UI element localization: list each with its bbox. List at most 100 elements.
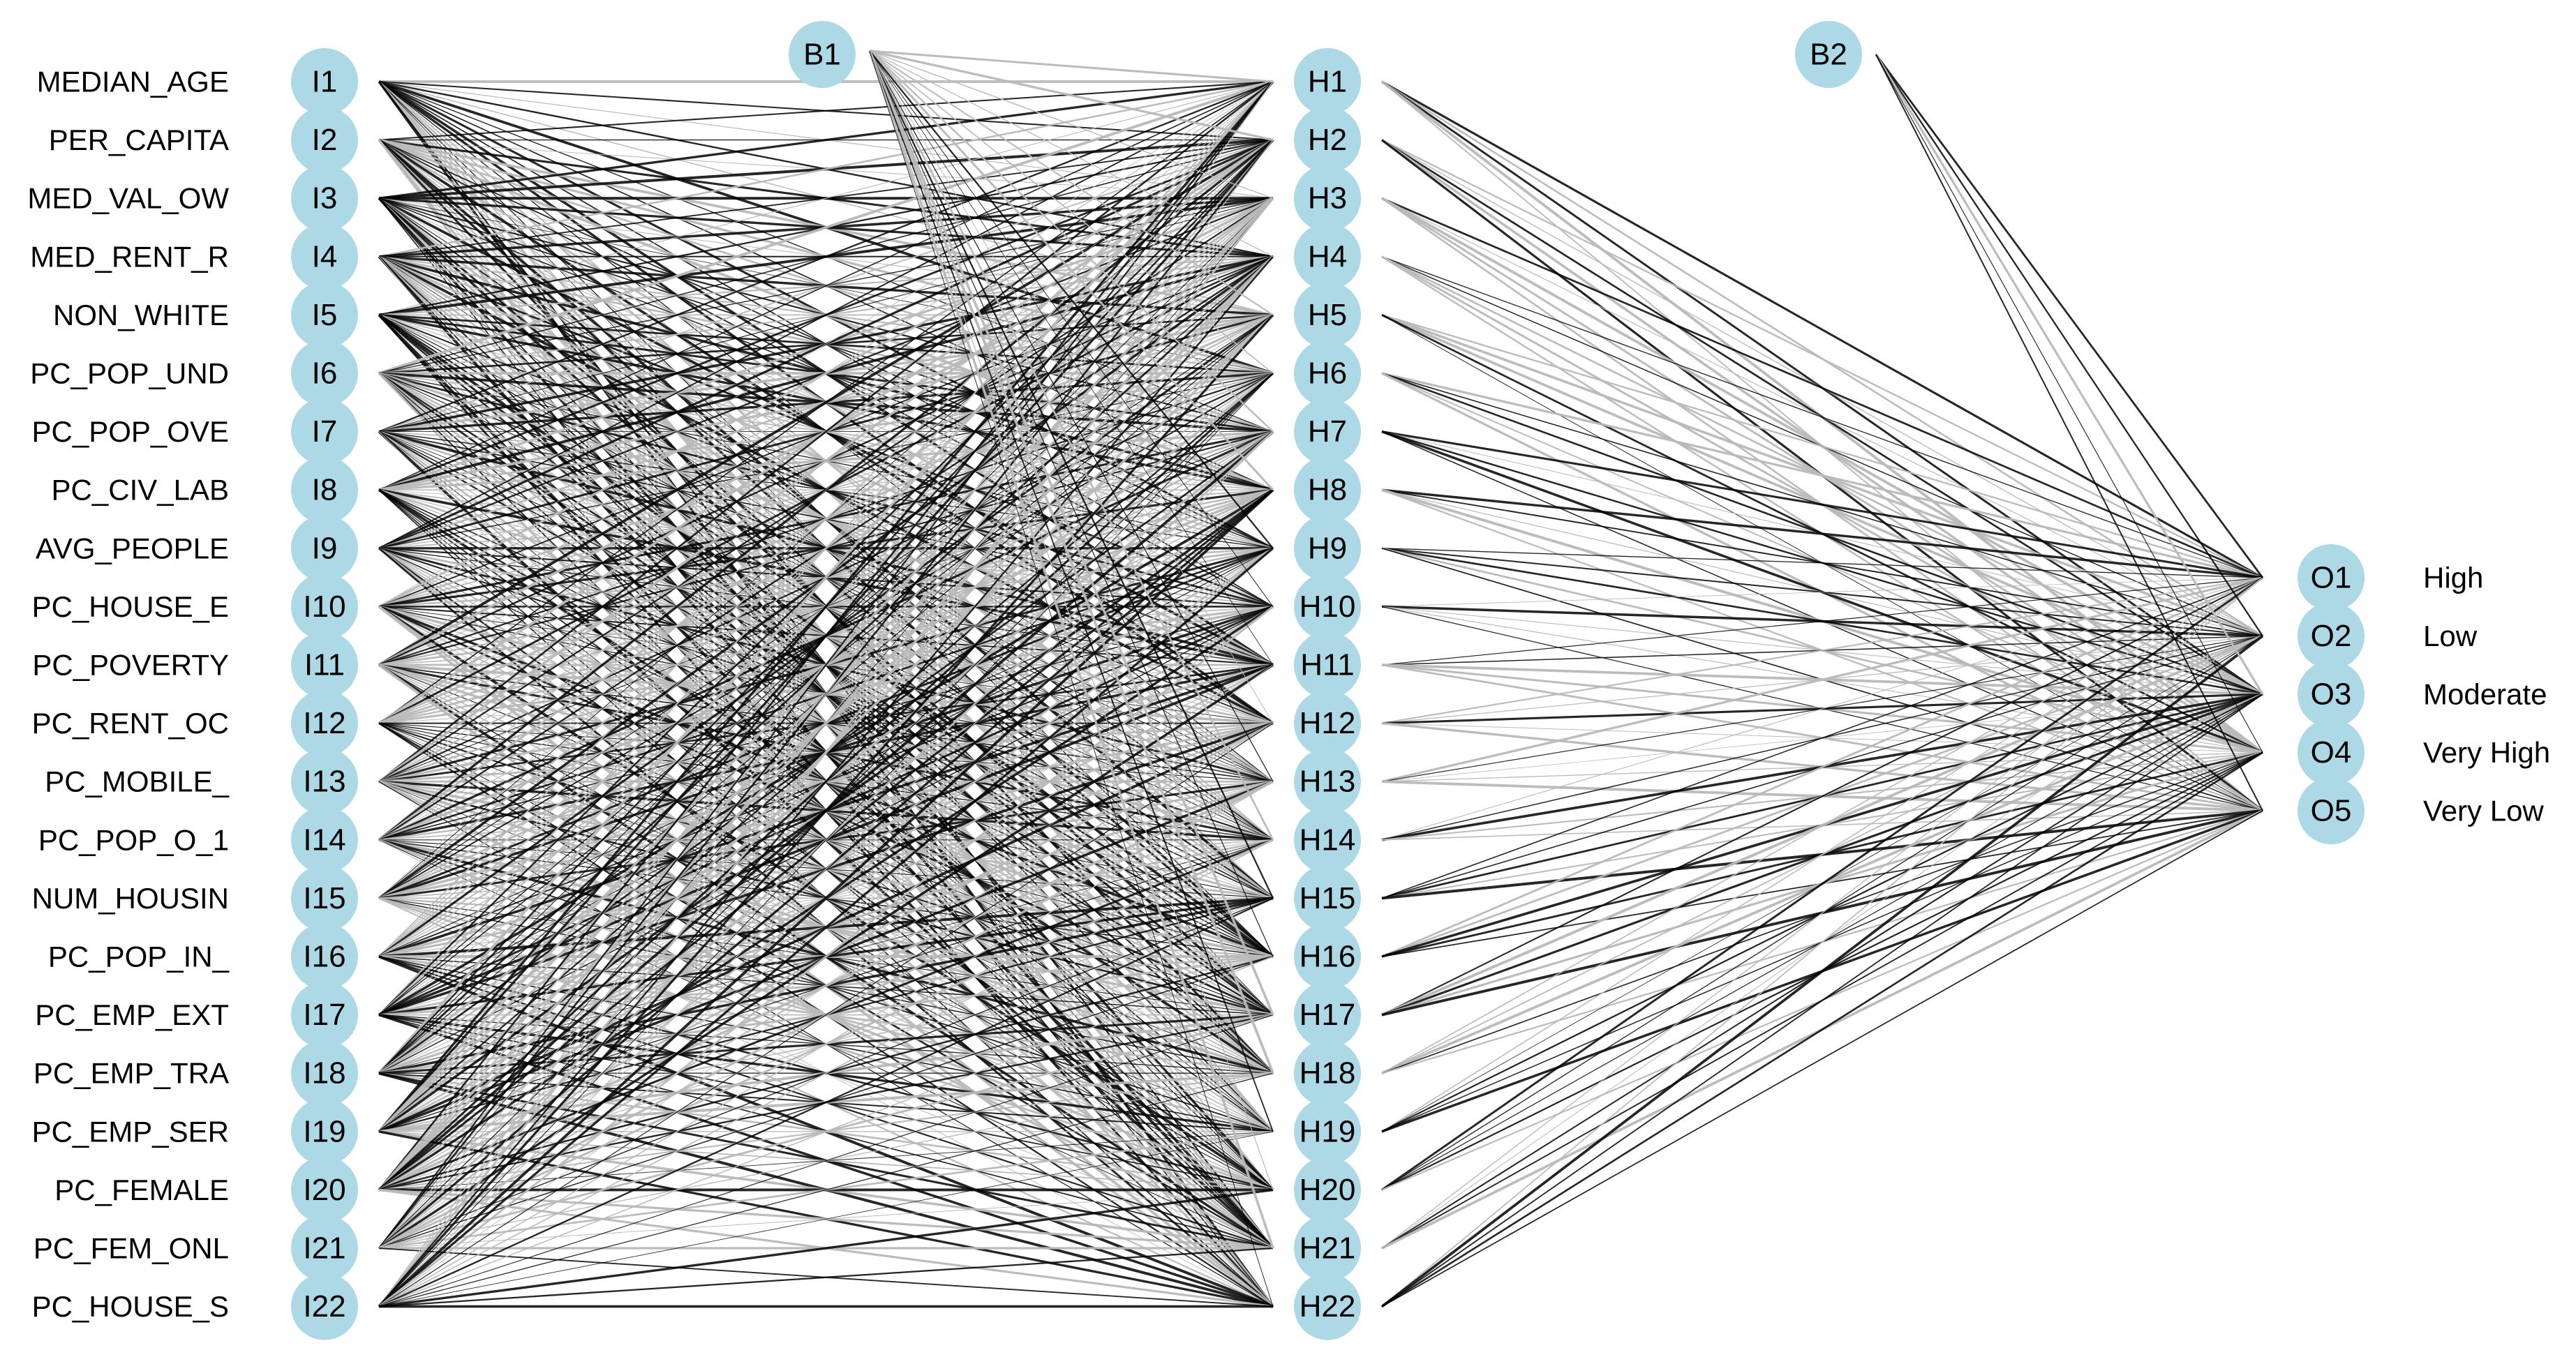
weight-line-h10-o1	[1381, 577, 2263, 607]
node-h5	[1294, 281, 1361, 349]
node-label-i14: I14	[303, 823, 345, 857]
weight-line-h6-o1	[1381, 372, 2263, 579]
node-h15	[1294, 864, 1361, 932]
node-i8	[291, 456, 358, 524]
node-label-b2: B2	[1810, 38, 1847, 72]
node-i6	[291, 340, 358, 407]
node-o4	[2298, 719, 2365, 786]
node-label-o3: O3	[2311, 677, 2352, 712]
weight-line-h22-o4	[1381, 751, 2263, 1307]
weight-line-h14-o1	[1381, 577, 2263, 841]
weight-line-i2-h1	[378, 80, 1274, 141]
node-h6	[1294, 340, 1361, 407]
node-label-h19: H19	[1300, 1114, 1356, 1148]
weight-line-b1-h12	[869, 50, 1274, 724]
node-h11	[1294, 631, 1361, 698]
weight-line-b1-h10	[869, 50, 1274, 607]
node-i22	[291, 1273, 358, 1340]
node-labels: MEDIAN_AGEPER_CAPITAMED_VAL_OWMED_RENT_R…	[27, 66, 2550, 1324]
node-h20	[1294, 1156, 1361, 1224]
node-label-i22: I22	[303, 1289, 345, 1324]
node-label-h11: H11	[1300, 648, 1354, 682]
weight-line-i8-h1	[378, 81, 1274, 490]
node-i11	[291, 631, 358, 698]
input-feature-label: PC_RENT_OC	[32, 707, 229, 740]
node-i7	[291, 398, 358, 465]
node-b2	[1795, 21, 1862, 88]
weight-line-b1-h6	[869, 50, 1274, 374]
node-label-h3: H3	[1308, 181, 1347, 216]
input-feature-label: PC_MOBILE_	[45, 765, 229, 798]
weight-line-b1-h3	[869, 50, 1274, 199]
input-feature-label: NUM_HOUSIN	[32, 882, 229, 915]
node-label-h17: H17	[1300, 998, 1356, 1032]
node-label-i16: I16	[303, 940, 345, 974]
weight-line-i12-h1	[378, 81, 1274, 724]
weight-line-h22-o2	[1380, 634, 2264, 1308]
weight-line-i22-h3	[378, 197, 1274, 1307]
input-feature-label: PC_CIV_LAB	[52, 474, 229, 507]
node-label-i11: I11	[304, 648, 345, 682]
node-label-h21: H21	[1300, 1231, 1356, 1266]
node-h8	[1294, 456, 1361, 524]
weight-line-b1-h1	[869, 50, 1274, 83]
input-feature-label: PC_POP_IN_	[48, 940, 230, 973]
weight-line-b1-h4	[869, 50, 1274, 257]
node-label-h12: H12	[1300, 706, 1356, 740]
node-i14	[291, 806, 358, 874]
weight-line-i22-h10	[378, 606, 1274, 1307]
weight-line-b1-h9	[869, 50, 1274, 549]
node-h2	[1294, 106, 1361, 174]
weight-line-i18-h1	[378, 80, 1274, 1074]
node-o2	[2298, 602, 2365, 670]
node-i3	[291, 165, 358, 232]
weight-line-b2-o5	[1875, 54, 2263, 811]
node-h4	[1294, 223, 1361, 290]
node-i1	[291, 48, 358, 115]
weight-line-i22-h16	[378, 956, 1274, 1307]
input-feature-label: NON_WHITE	[53, 299, 229, 331]
node-label-h6: H6	[1308, 357, 1347, 391]
output-class-label: Low	[2423, 620, 2478, 652]
node-h18	[1294, 1040, 1361, 1107]
input-feature-label: PC_EMP_SER	[32, 1115, 229, 1148]
weight-line-b1-h11	[869, 50, 1274, 666]
weight-line-h17-o1	[1381, 577, 2263, 1016]
weight-line-i22-h19	[378, 1131, 1274, 1307]
weight-line-b1-h7	[869, 50, 1274, 433]
weight-line-h13-o1	[1381, 576, 2263, 783]
weight-line-i17-h1	[378, 81, 1274, 1016]
weight-line-b1-h18	[868, 50, 1274, 1074]
node-label-h20: H20	[1300, 1173, 1356, 1207]
weight-line-i22-h11	[378, 664, 1274, 1307]
node-i4	[291, 223, 358, 290]
weight-line-b2-o2	[1875, 54, 2263, 637]
node-label-h14: H14	[1300, 823, 1356, 857]
input-feature-label: PC_FEM_ONL	[33, 1232, 229, 1265]
input-feature-label: PC_EMP_EXT	[35, 998, 229, 1031]
weight-line-h21-o1	[1381, 577, 2263, 1249]
weight-line-i4-h1	[378, 80, 1274, 258]
node-label-i5: I5	[312, 298, 338, 332]
node-i9	[291, 514, 358, 582]
node-label-i6: I6	[312, 357, 338, 391]
input-feature-label: PC_EMP_TRA	[33, 1057, 229, 1090]
weight-line-i21-h1	[378, 81, 1274, 1249]
weight-line-b1-h8	[868, 50, 1274, 491]
weight-line-i14-h1	[378, 81, 1274, 841]
weight-line-h9-o1	[1381, 548, 2263, 578]
input-feature-label: MED_RENT_R	[30, 240, 229, 273]
node-i19	[291, 1097, 358, 1165]
weight-line-h8-o1	[1381, 488, 2263, 579]
weight-line-b1-h16	[869, 50, 1274, 957]
input-feature-label: PC_POVERTY	[32, 649, 229, 682]
node-h12	[1294, 689, 1361, 757]
input-feature-label: PC_POP_O_1	[38, 823, 229, 856]
weight-line-i22-h18	[378, 1072, 1274, 1307]
node-i12	[291, 689, 358, 757]
node-label-h13: H13	[1300, 765, 1356, 799]
node-label-i20: I20	[303, 1173, 345, 1207]
weight-line-b2-o3	[1875, 54, 2264, 695]
node-o3	[2298, 661, 2365, 728]
node-b1	[789, 21, 856, 88]
